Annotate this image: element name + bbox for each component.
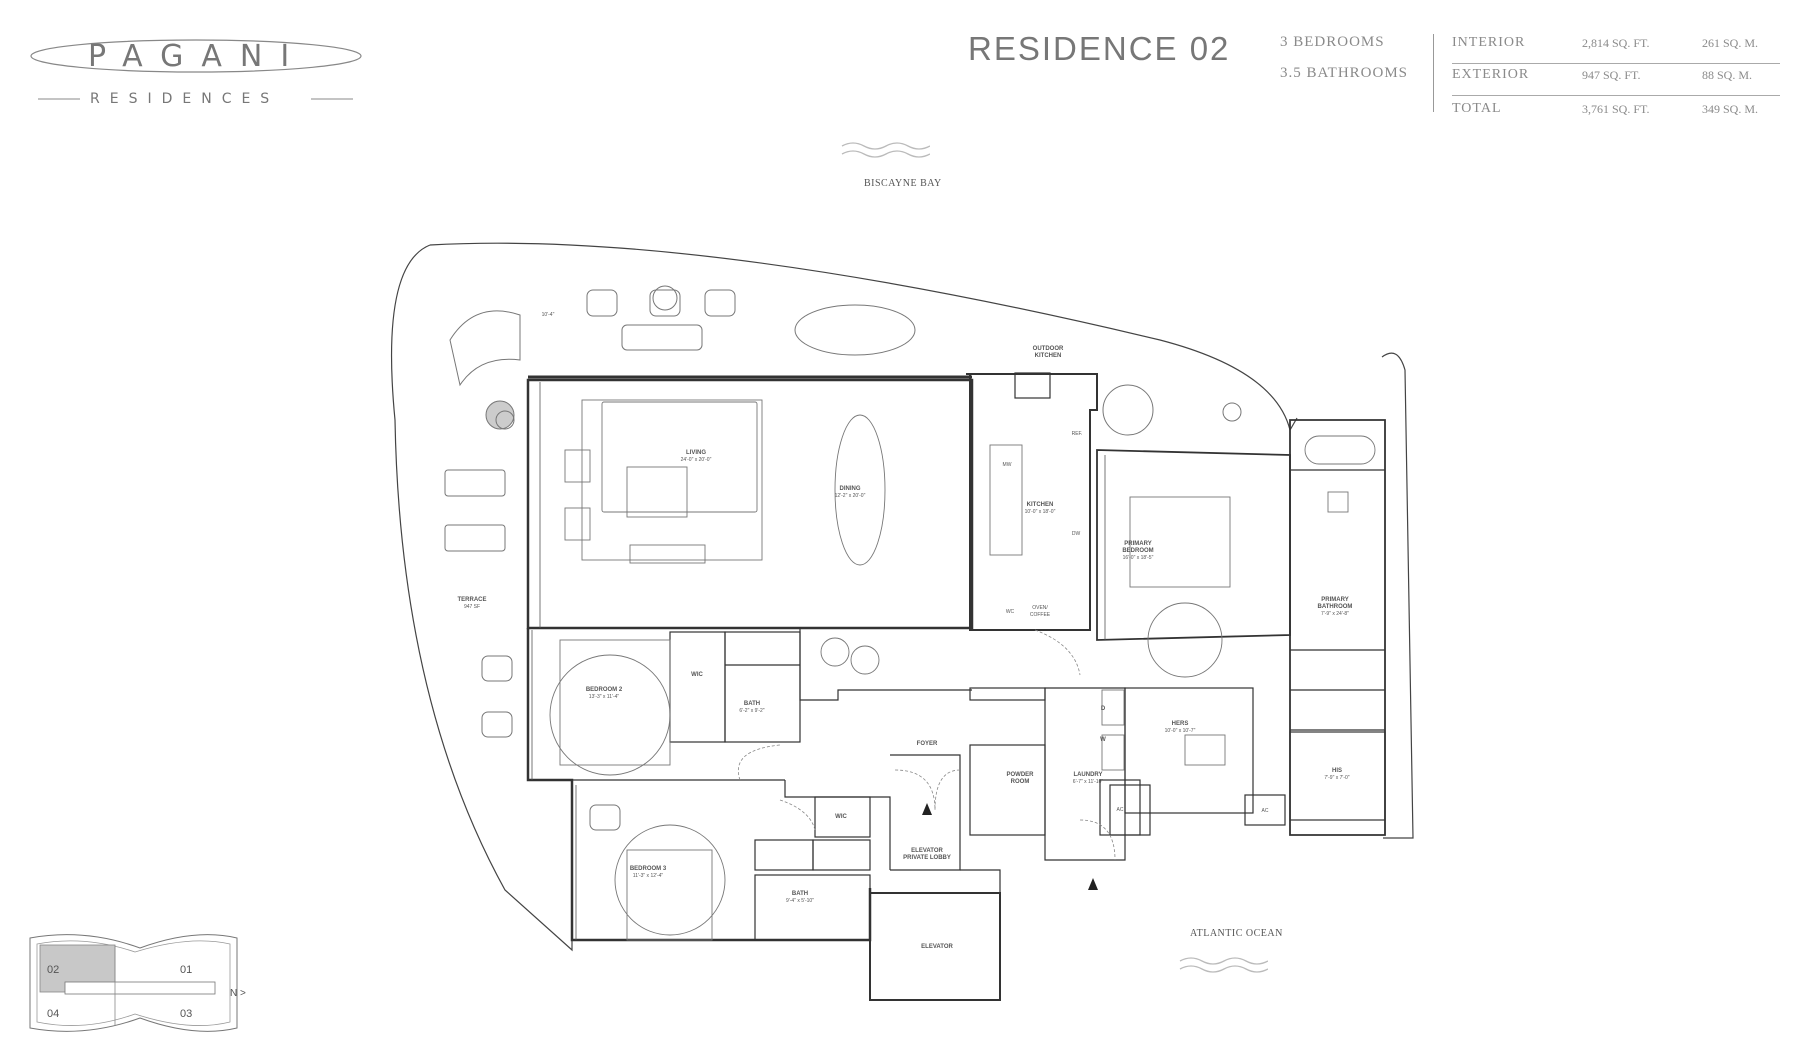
bathroom-count: 3.5 BATHROOMS [1280, 65, 1409, 81]
keyplan-label-04: 04 [47, 1008, 59, 1020]
room-outdoor-kitchen-2: KITCHEN [1035, 353, 1062, 359]
fixture-washer: W [1100, 737, 1106, 743]
fixture-oven-2: COFFEE [1030, 612, 1051, 618]
room-his-dim: 7'-9" x 7'-0" [1324, 775, 1349, 781]
area-sqm: 88 SQ. M. [1702, 68, 1753, 82]
area-sqm: 261 SQ. M. [1702, 36, 1759, 50]
room-bedroom2: BEDROOM 2 [586, 687, 623, 693]
room-elevator: ELEVATOR [921, 944, 953, 950]
key-plan: 02 01 04 03 [29, 934, 238, 1032]
room-primary-bath-dim: 7'-9" x 24'-8" [1321, 611, 1349, 617]
area-sqft: 3,761 SQ. FT. [1582, 102, 1650, 116]
terrace-dimension: 10'-4" [542, 312, 555, 318]
room-bath2-dim: 6'-2" x 9'-2" [739, 708, 764, 714]
room-powder-1: POWDER [1007, 772, 1035, 778]
fixture-wic-2: WIC [835, 814, 847, 820]
room-primary-bath-2: BATHROOM [1318, 604, 1353, 610]
room-outdoor-kitchen-1: OUTDOOR [1033, 346, 1064, 352]
area-label: INTERIOR [1452, 35, 1526, 50]
room-labels: LIVING 24'-0" x 20'-0" DINING 12'-2" x 2… [457, 312, 1352, 950]
room-lobby-1: ELEVATOR [911, 848, 943, 854]
brand-sub: RESIDENCES [90, 91, 280, 107]
area-label: EXTERIOR [1452, 67, 1530, 82]
keyplan-label-01: 01 [180, 964, 192, 976]
fixture-wc: WC [1006, 609, 1015, 615]
residence-title: RESIDENCE 02 [968, 30, 1231, 67]
bay-waves-icon [841, 142, 930, 158]
area-sqft: 2,814 SQ. FT. [1582, 36, 1650, 50]
room-kitchen: KITCHEN [1027, 502, 1054, 508]
area-sqm: 349 SQ. M. [1702, 102, 1759, 116]
area-sqft: 947 SQ. FT. [1582, 68, 1641, 82]
room-primary-bedroom-1: PRIMARY [1124, 541, 1151, 547]
ocean-waves-icon [1179, 957, 1268, 973]
room-living: LIVING [686, 450, 706, 456]
room-primary-bedroom-2: BEDROOM [1122, 548, 1153, 554]
room-dining-dim: 12'-2" x 20'-0" [835, 493, 866, 499]
area-table: INTERIOR 2,814 SQ. FT. 261 SQ. M. EXTERI… [1452, 32, 1780, 127]
room-bedroom3: BEDROOM 3 [630, 866, 667, 872]
room-bath3: BATH [792, 891, 808, 897]
brand-logo: PAGANI RESIDENCES [28, 36, 363, 112]
room-dining: DINING [840, 486, 861, 492]
room-foyer: FOYER [917, 741, 938, 747]
room-bath2: BATH [744, 701, 760, 707]
room-terrace-dim: 947 SF [464, 604, 480, 610]
keyplan-label-02: 02 [47, 964, 59, 976]
living-room-outline [526, 378, 974, 630]
fixture-wic-1: WIC [691, 672, 703, 678]
brand-name: PAGANI [88, 39, 308, 74]
room-living-dim: 24'-0" x 20'-0" [681, 457, 712, 463]
room-bedroom3-dim: 11'-3" x 12'-4" [633, 873, 664, 879]
room-hers-dim: 10'-0" x 10'-7" [1165, 728, 1196, 734]
fixture-dryer: D [1101, 706, 1106, 712]
room-laundry-dim: 6'-7" x 11'-10" [1073, 779, 1104, 785]
fixture-dw: DW [1072, 531, 1081, 537]
north-indicator: N > [230, 988, 246, 999]
keyplan-label-03: 03 [180, 1008, 192, 1020]
fixture-mw: MW [1003, 462, 1012, 468]
logo-ellipse [30, 39, 362, 100]
area-label: TOTAL [1452, 101, 1502, 116]
room-terrace: TERRACE [457, 597, 486, 603]
room-kitchen-dim: 10'-0" x 18'-0" [1025, 509, 1056, 515]
room-his: HIS [1332, 768, 1342, 774]
bay-label: BISCAYNE BAY [864, 178, 942, 189]
area-row-exterior: EXTERIOR 947 SQ. FT. 88 SQ. M. [1452, 64, 1780, 96]
fixture-ref: REF. [1072, 431, 1083, 437]
room-lobby-2: PRIVATE LOBBY [903, 855, 951, 861]
room-hers: HERS [1172, 721, 1189, 727]
room-laundry: LAUNDRY [1073, 772, 1102, 778]
fixture-oven-1: OVEN/ [1032, 605, 1048, 611]
fixture-ac-2: AC [1262, 808, 1269, 814]
bedroom-count: 3 BEDROOMS [1280, 34, 1385, 50]
room-bath3-dim: 9'-4" x 5'-10" [786, 898, 814, 904]
ocean-label: ATLANTIC OCEAN [1190, 928, 1283, 939]
terrace-boundary [391, 242, 1298, 952]
room-primary-bath-1: PRIMARY [1321, 597, 1348, 603]
fixture-ac-1: AC [1117, 807, 1124, 813]
area-divider [1433, 34, 1434, 112]
room-bedroom2-dim: 13'-3" x 11'-4" [589, 694, 620, 700]
area-row-total: TOTAL 3,761 SQ. FT. 349 SQ. M. [1452, 96, 1780, 127]
area-row-interior: INTERIOR 2,814 SQ. FT. 261 SQ. M. [1452, 32, 1780, 64]
room-primary-bedroom-dim: 16'-0" x 18'-5" [1123, 555, 1154, 561]
room-powder-2: ROOM [1011, 779, 1030, 785]
